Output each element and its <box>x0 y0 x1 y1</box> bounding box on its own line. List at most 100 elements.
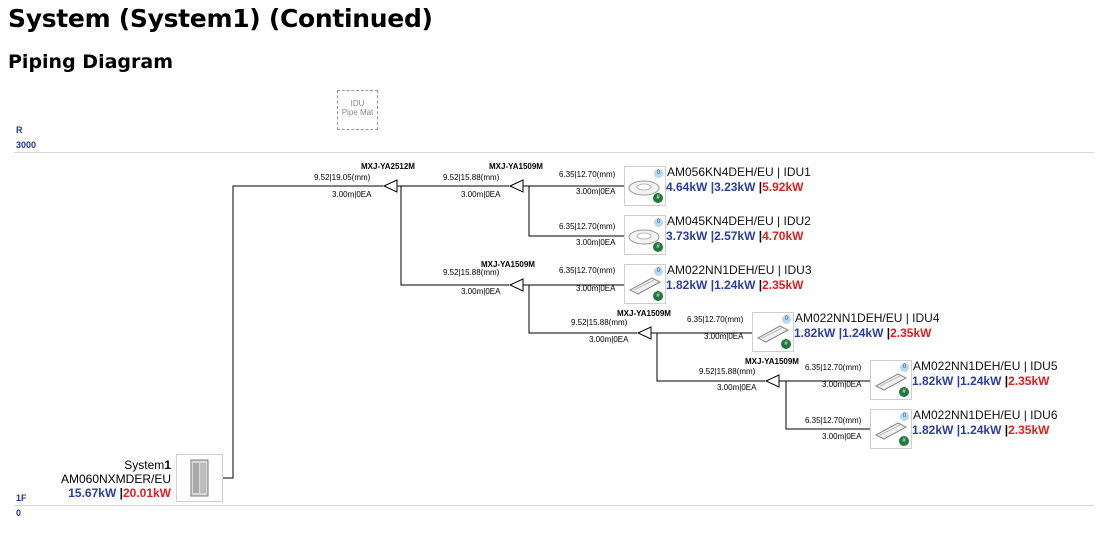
idu-pipe-size: 6.35|12.70(mm) <box>559 170 616 179</box>
branch-length: 3.00m|0EA <box>461 190 501 199</box>
pipe-b3-b4 <box>528 285 637 334</box>
outdoor-unit-thumbnail[interactable] <box>176 454 223 502</box>
branch-size: 9.52|15.88(mm) <box>571 318 628 327</box>
idu4-name[interactable]: AM022NN1DEH/EU | IDU4 <box>795 311 940 325</box>
idu-pipe-size: 6.35|12.70(mm) <box>687 315 744 324</box>
floor-height-top: 3000 <box>16 140 37 150</box>
oneway-cassette-icon <box>756 325 790 343</box>
idu4-thumbnail[interactable]: 0 # <box>752 312 794 352</box>
cool-capacity: 3.73kW <box>666 229 708 243</box>
oneway-cassette-icon <box>628 277 662 295</box>
outdoor-system-name[interactable]: System1 <box>124 458 171 472</box>
cool-capacity: 1.82kW <box>794 326 836 340</box>
branch-size: 9.52|15.88(mm) <box>443 173 500 182</box>
idu-pipe-length: 3.00m|0EA <box>576 284 616 293</box>
outdoor-heat-capacity: 20.01kW <box>122 486 171 500</box>
pipe-b2-idu2 <box>528 186 624 237</box>
idu4-capacity: 1.82kW |1.24kW |2.35kW <box>794 326 932 340</box>
branch-length: 3.00m|0EA <box>461 287 501 296</box>
heat-capacity: 4.70kW <box>762 229 804 243</box>
floor-label-bottom: 1F <box>16 493 27 503</box>
cool-capacity: 4.64kW <box>666 180 708 194</box>
status-badge-icon: # <box>899 436 909 446</box>
idu-pipe-size: 6.35|12.70(mm) <box>805 363 862 372</box>
sensible-capacity: 1.24kW <box>960 374 1002 388</box>
idu3-capacity: 1.82kW |1.24kW |2.35kW <box>666 278 804 292</box>
cool-capacity: 1.82kW <box>912 374 954 388</box>
sensible-capacity: 2.57kW <box>714 229 756 243</box>
idu6-capacity: 1.82kW |1.24kW |2.35kW <box>912 423 1050 437</box>
heat-capacity: 5.92kW <box>762 180 804 194</box>
idu2-thumbnail[interactable]: 0 # <box>624 215 666 255</box>
status-badge-icon: # <box>899 387 909 397</box>
oneway-cassette-icon <box>874 422 908 440</box>
section-title: Piping Diagram <box>8 51 173 73</box>
idu-pipe-length: 3.00m|0EA <box>576 238 616 247</box>
pipe-b1-b3 <box>400 186 509 286</box>
pipe-b4-b5 <box>656 333 765 382</box>
heat-capacity: 2.35kW <box>762 278 804 292</box>
sensible-capacity: 1.24kW <box>714 278 756 292</box>
info-icon[interactable]: 0 <box>900 363 909 372</box>
status-badge-icon: # <box>781 339 791 349</box>
status-badge-icon: # <box>653 193 663 203</box>
cassette-unit-icon <box>628 180 660 196</box>
idu3-name[interactable]: AM022NN1DEH/EU | IDU3 <box>667 263 812 277</box>
info-icon[interactable]: 0 <box>654 218 663 227</box>
idu1-capacity: 4.64kW |3.23kW |5.92kW <box>666 180 804 194</box>
sensible-capacity: 1.24kW <box>842 326 884 340</box>
idu-pipe-size: 6.35|12.70(mm) <box>559 222 616 231</box>
idu1-thumbnail[interactable]: 0 # <box>624 166 666 206</box>
sensible-capacity: 3.23kW <box>714 180 756 194</box>
floor-height-bottom: 0 <box>16 508 22 518</box>
info-icon[interactable]: 0 <box>654 169 663 178</box>
info-icon[interactable]: 0 <box>782 315 791 324</box>
idu5-name[interactable]: AM022NN1DEH/EU | IDU5 <box>913 359 1058 373</box>
branch-model: MXJ-YA2512M <box>361 162 415 171</box>
idu-pipe-size: 6.35|12.70(mm) <box>805 416 862 425</box>
branch-size: 9.52|15.88(mm) <box>699 367 756 376</box>
branch-model: MXJ-YA1509M <box>745 357 799 366</box>
branch-length: 3.00m|0EA <box>717 383 757 392</box>
branch-size: 9.52|19.05(mm) <box>314 173 371 182</box>
heat-capacity: 2.35kW <box>1008 423 1050 437</box>
branch-joint-1 <box>382 179 398 193</box>
branch-model: MXJ-YA1509M <box>481 260 535 269</box>
cool-capacity: 1.82kW <box>666 278 708 292</box>
idu-pipe-length: 3.00m|0EA <box>822 432 862 441</box>
status-badge-icon: # <box>653 242 663 252</box>
legend-line2: Pipe Mat <box>341 108 374 117</box>
branch-model: MXJ-YA1509M <box>617 309 671 318</box>
idu6-thumbnail[interactable]: 0 # <box>870 409 912 449</box>
idu5-capacity: 1.82kW |1.24kW |2.35kW <box>912 374 1050 388</box>
info-icon[interactable]: 0 <box>654 267 663 276</box>
legend-line1: IDU <box>350 99 365 108</box>
info-icon[interactable]: 0 <box>900 412 909 421</box>
oneway-cassette-icon <box>874 373 908 391</box>
idu1-name[interactable]: AM056KN4DEH/EU | IDU1 <box>667 165 811 179</box>
idu3-thumbnail[interactable]: 0 # <box>624 264 666 304</box>
page-title: System (System1) (Continued) <box>8 4 433 33</box>
idu2-name[interactable]: AM045KN4DEH/EU | IDU2 <box>667 214 811 228</box>
idu6-name[interactable]: AM022NN1DEH/EU | IDU6 <box>913 408 1058 422</box>
pipe-b5-idu6 <box>785 381 870 430</box>
branch-joint-4 <box>636 326 652 340</box>
branch-joint-3 <box>508 278 524 292</box>
idu-pipe-mat-legend: IDU Pipe Mat <box>337 90 378 130</box>
outdoor-unit-icon <box>190 459 209 497</box>
heat-capacity: 2.35kW <box>890 326 932 340</box>
cassette-unit-icon <box>628 229 660 245</box>
outdoor-unit-info: System1 AM060NXMDER/EU 15.67kW |20.01kW <box>61 458 171 500</box>
floor-line-top <box>14 152 1094 153</box>
idu2-capacity: 3.73kW |2.57kW |4.70kW <box>666 229 804 243</box>
idu5-thumbnail[interactable]: 0 # <box>870 360 912 400</box>
floor-line-bottom <box>14 505 1094 506</box>
idu-pipe-length: 3.00m|0EA <box>822 380 862 389</box>
idu-pipe-size: 6.35|12.70(mm) <box>559 266 616 275</box>
cool-capacity: 1.82kW <box>912 423 954 437</box>
outdoor-model: AM060NXMDER/EU <box>60 472 171 486</box>
heat-capacity: 2.35kW <box>1008 374 1050 388</box>
branch-length: 3.00m|0EA <box>589 335 629 344</box>
branch-size: 9.52|15.88(mm) <box>443 268 500 277</box>
